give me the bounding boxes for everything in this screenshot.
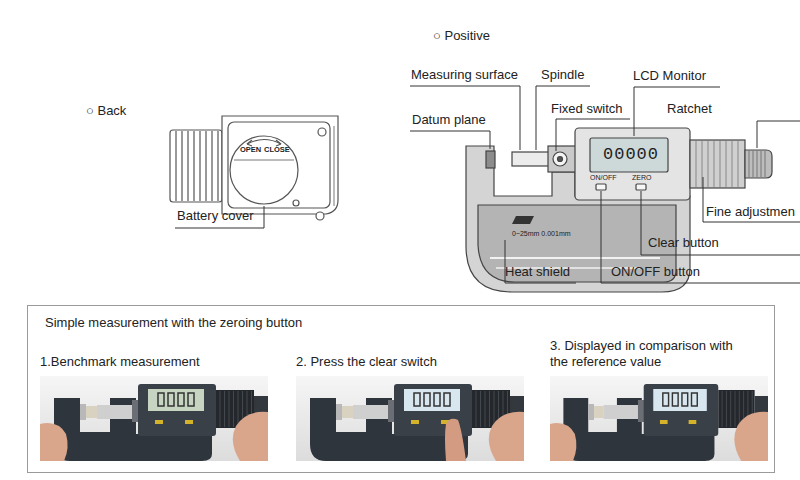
part-label: ON/OFF button — [611, 265, 700, 280]
part-label: Battery cover — [177, 209, 254, 224]
step-photo: 3. Displayed in comparison with the refe… — [550, 321, 768, 461]
part-label: ○ Positive — [433, 29, 490, 44]
part-label: Measuring surface — [411, 68, 518, 83]
part-label: Spindle — [541, 68, 584, 83]
steps-panel: Simple measurement with the zeroing butt… — [27, 305, 775, 473]
device-marking: CLOSE — [264, 146, 290, 155]
device-marking: ZERO — [632, 174, 651, 182]
part-label: LCD Monitor — [633, 69, 706, 84]
micrometer-photo — [40, 376, 268, 461]
back-view — [170, 116, 338, 220]
micrometer-photo-art — [40, 376, 268, 461]
step-caption: 1.Benchmark measurement — [40, 354, 268, 370]
micrometer-photo-art — [296, 376, 524, 461]
leader-lines — [410, 86, 800, 283]
micrometer-photo — [550, 376, 768, 461]
part-label: Clear button — [648, 236, 719, 251]
step-photo: 1.Benchmark measurement — [40, 321, 268, 461]
micrometer-photo-art — [550, 376, 768, 461]
step-photo: 2. Press the clear switch — [296, 321, 524, 461]
device-marking: ON/OFF — [590, 174, 616, 182]
micrometer-photo — [296, 376, 524, 461]
part-label: Datum plane — [412, 113, 486, 128]
part-label: ○ Back — [86, 104, 126, 119]
step-caption: 3. Displayed in comparison with the refe… — [550, 338, 750, 371]
part-label: Ratchet — [667, 102, 712, 117]
part-label: Fine adjustmen — [706, 205, 795, 220]
part-label: Heat shield — [505, 265, 570, 280]
panel-title: Simple measurement with the zeroing butt… — [45, 315, 302, 330]
lcd-readout: 00000 — [603, 145, 659, 165]
step-caption: 2. Press the clear switch — [296, 354, 524, 370]
device-marking: OPEN — [240, 146, 261, 155]
part-label: Fixed switch — [551, 102, 623, 117]
device-marking: 0~25mm 0.001mm — [512, 230, 571, 238]
leader-lines — [175, 206, 264, 228]
